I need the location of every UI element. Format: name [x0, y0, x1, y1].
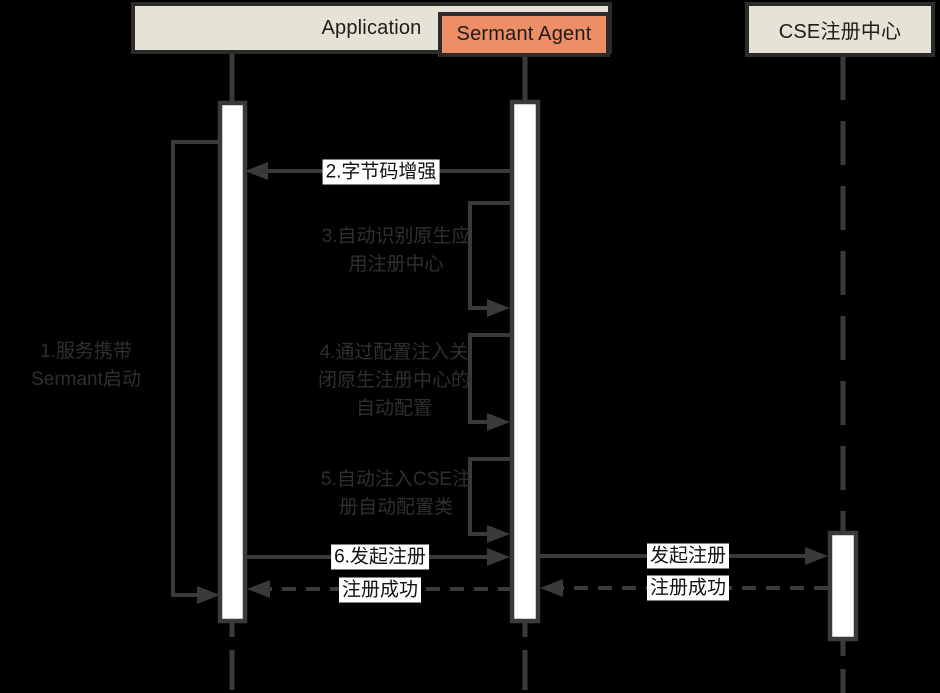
- message-6-reply-arrowhead: [247, 580, 270, 598]
- message-6-reply-label: 注册成功: [338, 577, 422, 603]
- message-5-label-line1: 5.自动注入CSE注: [321, 469, 471, 490]
- actor-cse-registry-label: CSE注册中心: [778, 21, 902, 43]
- message-4-label-line2: 闭原生注册中心的: [317, 370, 471, 391]
- message-3-label: 3.自动识别原生应 用注册中心: [322, 223, 471, 279]
- message-5-label: 5.自动注入CSE注 册自动配置类: [321, 466, 471, 522]
- message-2-label: 2.字节码增强: [322, 159, 440, 185]
- message-6-arrowhead: [487, 548, 510, 566]
- message-7-arrowhead: [805, 547, 828, 565]
- message-7-reply-arrowhead: [540, 579, 563, 597]
- message-5-arrowhead: [487, 525, 510, 543]
- message-1-label-line2: Sermant启动: [31, 369, 141, 390]
- message-5-label-line2: 册自动配置类: [338, 497, 454, 518]
- message-3-label-line2: 用注册中心: [348, 254, 444, 275]
- message-1-label: 1.服务携带 Sermant启动: [31, 338, 141, 394]
- message-7-reply-label: 注册成功: [646, 575, 730, 601]
- message-1-label-line1: 1.服务携带: [40, 341, 132, 362]
- message-6-label: 6.发起注册: [331, 544, 429, 570]
- message-3-self-loop-line: [468, 201, 512, 310]
- message-4-self-loop-line: [468, 333, 512, 424]
- message-5-self-loop-line: [468, 457, 512, 536]
- activation-bar-application: [217, 100, 248, 624]
- message-3-label-line1: 3.自动识别原生应: [321, 226, 471, 247]
- actor-sermant-agent-label: Sermant Agent: [456, 23, 592, 45]
- message-4-label: 4.通过配置注入关 闭原生注册中心的 自动配置: [318, 339, 470, 423]
- message-2-arrowhead: [245, 162, 268, 180]
- message-7-label: 发起注册: [646, 543, 730, 569]
- actor-sermant-agent: Sermant Agent: [438, 12, 610, 57]
- message-1-self-loop-line: [171, 140, 220, 597]
- message-4-arrowhead: [487, 413, 510, 431]
- message-4-label-line1: 4.通过配置注入关: [319, 342, 469, 363]
- actor-application-label: Application: [321, 16, 422, 39]
- actor-cse-registry: CSE注册中心: [745, 2, 935, 57]
- message-1-arrowhead: [197, 586, 220, 604]
- activation-bar-sermant: [509, 99, 541, 624]
- message-4-label-line3: 自动配置: [355, 398, 433, 419]
- message-3-arrowhead: [487, 299, 510, 317]
- activation-bar-cse: [827, 530, 859, 642]
